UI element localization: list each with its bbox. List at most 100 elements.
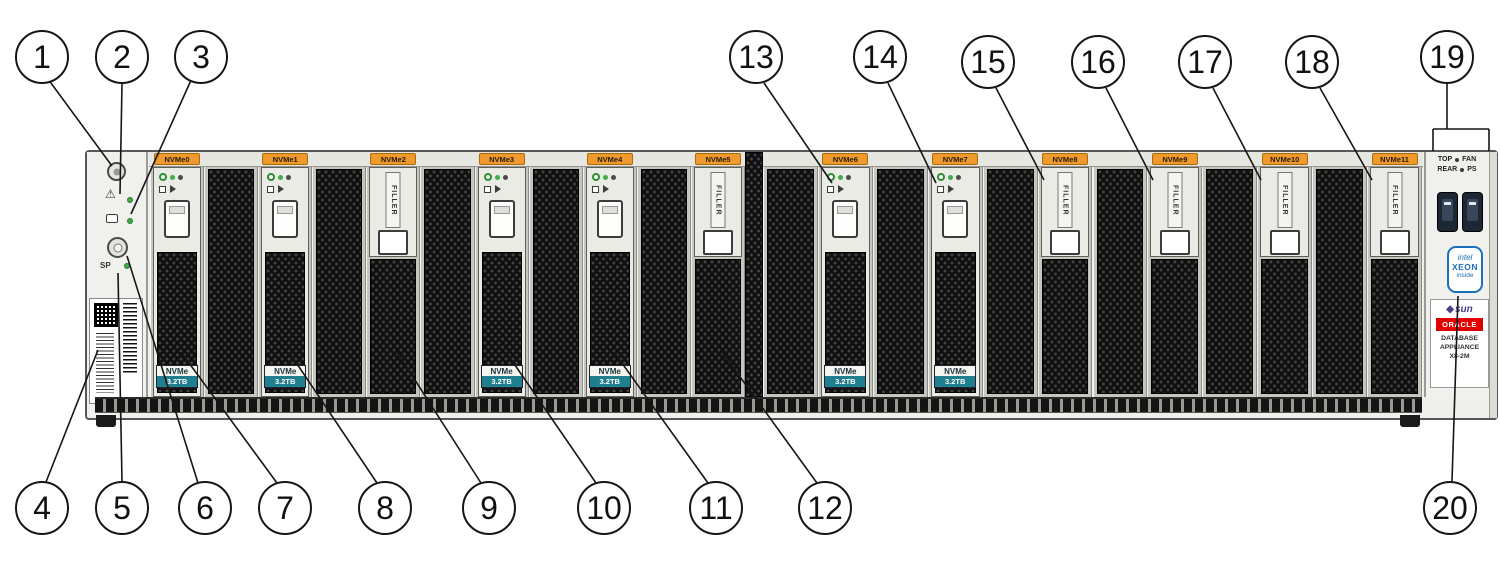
drive-led-row xyxy=(483,173,508,181)
callout-14: 14 xyxy=(853,30,907,84)
carrier-top xyxy=(822,168,869,252)
indicator-top-label: TOP xyxy=(1437,156,1453,163)
drive-fault-led xyxy=(955,174,961,180)
filler-tab: FILLER xyxy=(1277,172,1293,228)
fault-led xyxy=(127,197,133,203)
empty-bay xyxy=(1202,167,1258,397)
callout-1: 1 xyxy=(15,30,69,84)
top-led xyxy=(1455,158,1460,162)
barcode-small xyxy=(96,333,114,393)
filler-panel: FILLER xyxy=(693,167,742,257)
bay-mesh xyxy=(1316,169,1364,394)
filler-panel: FILLER xyxy=(369,167,418,257)
callout-11: 11 xyxy=(689,481,743,535)
callout-3: 3 xyxy=(174,30,228,84)
bay-label-NVMe8: NVMe8 xyxy=(1042,153,1089,165)
indicator-row-top: TOP FAN xyxy=(1426,155,1488,165)
capacity-type: NVMe xyxy=(264,365,307,376)
filler-panel: FILLER xyxy=(1370,167,1419,257)
remove-ok-icon xyxy=(159,185,166,193)
bay-mesh xyxy=(532,169,579,394)
inside-text: inside xyxy=(1456,272,1474,279)
filler-tab: FILLER xyxy=(710,172,726,228)
callout-13: 13 xyxy=(729,30,783,84)
callout-6: 6 xyxy=(178,481,232,535)
usb-port-2 xyxy=(1462,192,1483,232)
drive-release-latch xyxy=(164,200,191,238)
filler-tab: FILLER xyxy=(1387,172,1403,228)
usb-connector-icon xyxy=(1442,199,1453,221)
locate-button xyxy=(107,162,126,181)
capacity-size: 3.2TB xyxy=(264,376,307,388)
chassis-top-rail xyxy=(149,152,1423,167)
drive-activity-led xyxy=(278,174,284,180)
bay-mesh xyxy=(424,169,471,394)
callout-19: 19 xyxy=(1420,30,1474,84)
empty-bay xyxy=(1092,167,1148,397)
filler-handle xyxy=(1050,230,1081,255)
remove-ok-icon xyxy=(936,185,944,193)
product-line-2: APPLIANCE xyxy=(1439,344,1480,351)
callout-20: 20 xyxy=(1423,481,1477,535)
capacity-type: NVMe xyxy=(934,365,977,376)
sun-logo: ◆sun xyxy=(1431,304,1488,315)
bay-label-NVMe4: NVMe4 xyxy=(586,153,633,165)
drive-fault-led xyxy=(610,174,616,180)
bay-label-NVMe5: NVMe5 xyxy=(694,153,741,165)
filler-handle xyxy=(378,230,409,255)
empty-bay xyxy=(420,167,475,397)
callout-2: 2 xyxy=(95,30,149,84)
drive-icon-row xyxy=(826,185,844,193)
capacity-type: NVMe xyxy=(156,365,199,376)
locate-led xyxy=(113,168,120,175)
bay-mesh xyxy=(1151,259,1199,394)
drive-led-row xyxy=(936,173,961,181)
drive-fault-led xyxy=(845,174,851,180)
bay-group-divider xyxy=(745,152,763,397)
bay-label-NVMe11: NVMe11 xyxy=(1371,153,1418,165)
fault-service-icon: ⚠ xyxy=(105,187,116,201)
bay-mesh xyxy=(1371,259,1418,394)
callout-8: 8 xyxy=(358,481,412,535)
indicator-fan-label: FAN xyxy=(1462,156,1477,163)
power-button xyxy=(107,237,128,258)
callout-5: 5 xyxy=(95,481,149,535)
bay-mesh xyxy=(1041,259,1089,394)
remove-ok-icon xyxy=(826,185,834,193)
filler-label: FILLER xyxy=(1281,184,1289,216)
drive-ok-led xyxy=(483,173,492,181)
empty-bay xyxy=(1312,167,1368,397)
carrier-top xyxy=(587,168,633,252)
ok-led xyxy=(127,218,133,224)
empty-bay xyxy=(982,167,1038,397)
drive-fault-led xyxy=(178,174,183,180)
capacity-size: 3.2TB xyxy=(480,376,523,388)
drive-release-latch xyxy=(942,200,969,238)
carrier-top xyxy=(154,168,200,252)
intel-logo-text: intel xyxy=(1457,253,1473,262)
callout-4: 4 xyxy=(15,481,69,535)
bay-label-NVMe9: NVMe9 xyxy=(1151,153,1198,165)
intel-xeon-badge: intel XEON inside xyxy=(1447,246,1483,293)
drive-ok-led xyxy=(159,173,167,181)
xeon-text: XEON xyxy=(1451,262,1479,272)
callout-15: 15 xyxy=(961,35,1015,89)
filler-bay-NVMe2: FILLER xyxy=(366,167,421,397)
drive-led-row xyxy=(826,173,851,181)
eject-arrow-icon xyxy=(494,185,501,193)
filler-label: FILLER xyxy=(389,184,397,216)
product-line-1: DATABASE xyxy=(1441,335,1478,342)
filler-handle xyxy=(1159,230,1190,255)
drive-icon-row xyxy=(267,185,285,193)
filler-tab: FILLER xyxy=(1057,172,1073,228)
drive-activity-led xyxy=(602,174,608,180)
